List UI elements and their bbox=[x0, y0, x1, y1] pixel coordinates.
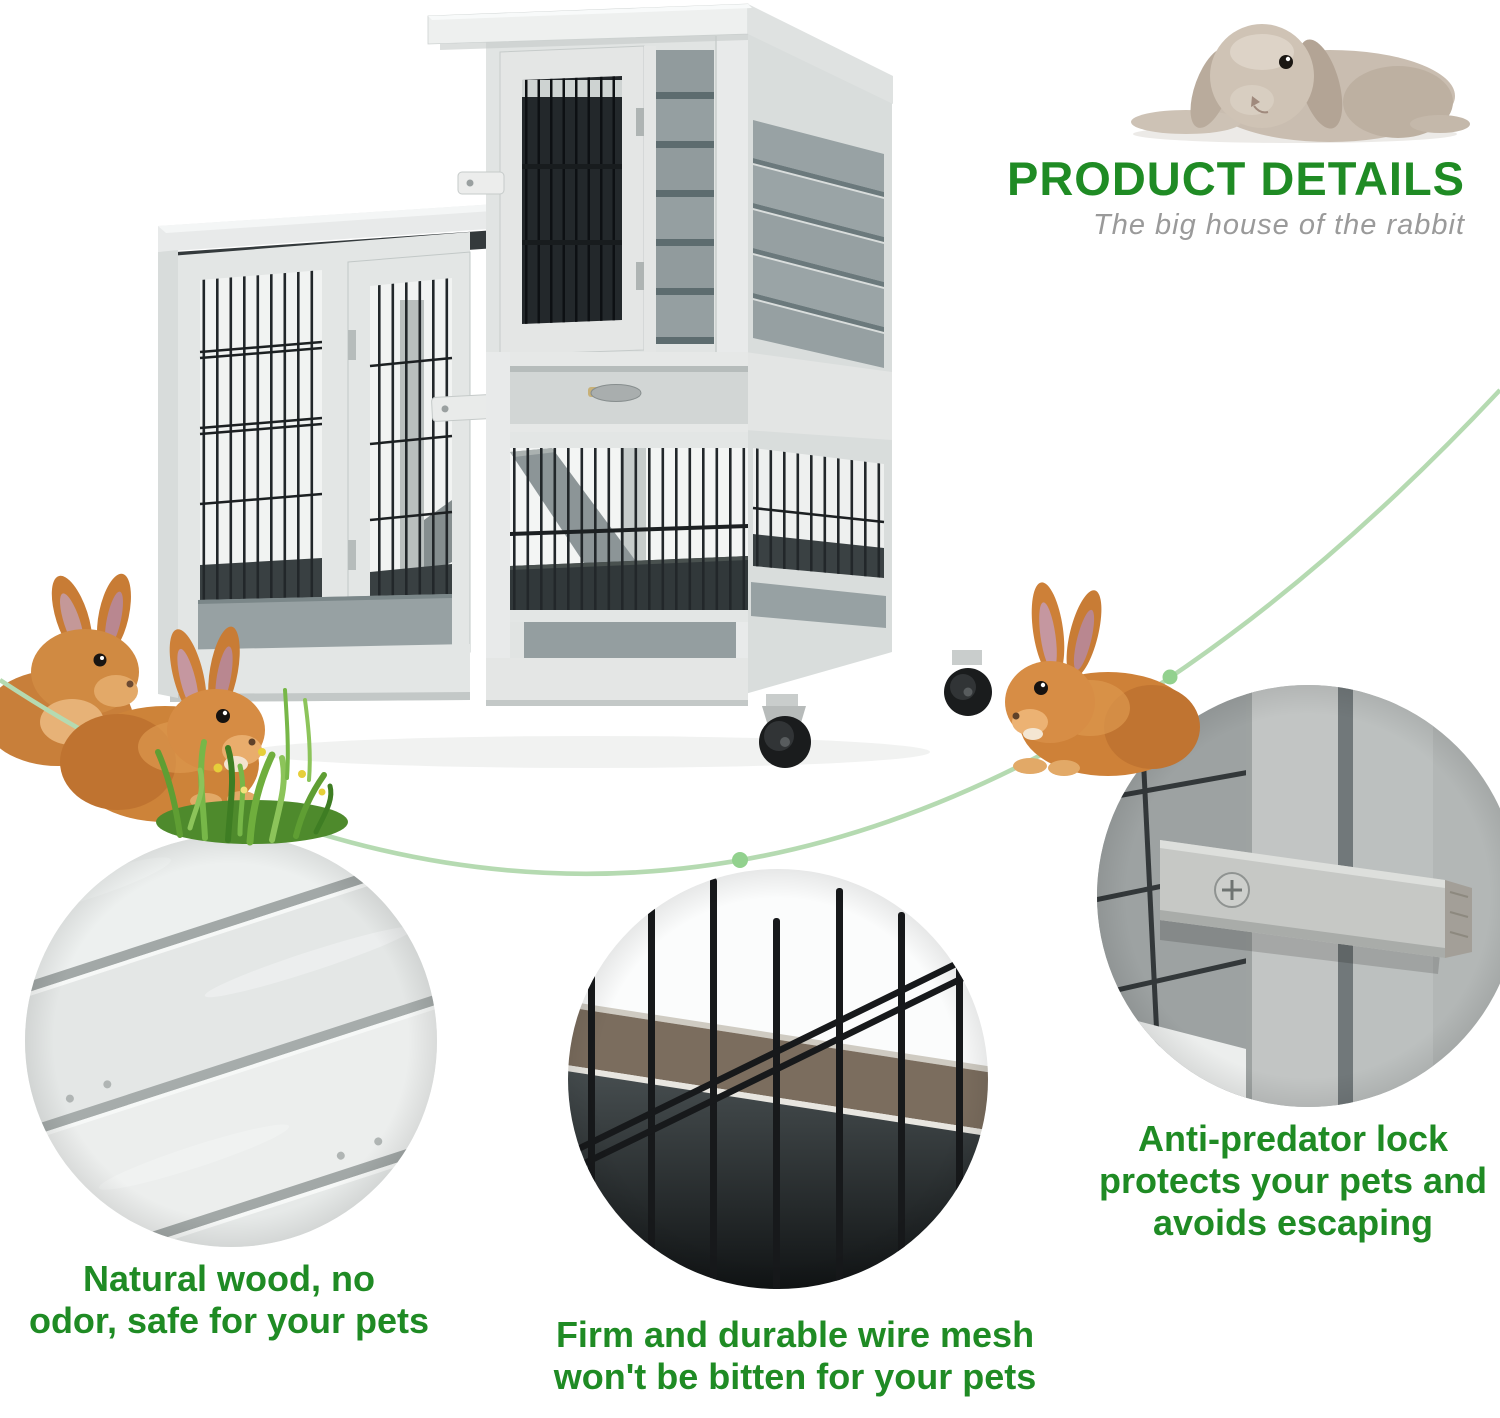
hutch-left-run bbox=[158, 198, 596, 702]
hutch-tall-section bbox=[427, 3, 893, 706]
caption-line: protects your pets and bbox=[1098, 1159, 1488, 1201]
hutch-roof bbox=[427, 3, 893, 104]
side-louvers bbox=[753, 120, 884, 368]
caption-line: odor, safe for your pets bbox=[28, 1299, 430, 1341]
caption-line: Firm and durable wire mesh bbox=[555, 1314, 1035, 1355]
feature-caption-anti-predator-lock: Anti-predator lock protects your pets an… bbox=[1078, 1118, 1500, 1243]
caption-line: avoids escaping bbox=[1152, 1201, 1434, 1243]
lop-rabbit bbox=[1131, 24, 1470, 143]
upper-latch-icon bbox=[457, 171, 505, 195]
header: PRODUCT DETAILS The big house of the rab… bbox=[1005, 154, 1465, 242]
wire-mesh-closeup bbox=[568, 869, 988, 1289]
feature-caption-natural-wood: Natural wood, no odor, safe for your pet… bbox=[0, 1258, 464, 1342]
caster-wheel-center bbox=[759, 694, 811, 768]
feature-caption-wire-mesh: Firm and durable wire mesh won't be bitt… bbox=[515, 1314, 1075, 1398]
front-louvers bbox=[656, 50, 714, 344]
wood-panel-closeup bbox=[25, 835, 437, 1247]
caption-line: Natural wood, no bbox=[83, 1258, 375, 1299]
caption-line: Anti-predator lock bbox=[1137, 1118, 1449, 1159]
hutch-floor-shadow bbox=[250, 736, 930, 768]
page-title: PRODUCT DETAILS bbox=[1006, 152, 1465, 205]
caption-line: won't be bitten for your pets bbox=[553, 1355, 1037, 1397]
pull-out-tray bbox=[486, 352, 748, 432]
caster-wheel-right bbox=[944, 650, 992, 716]
rabbit-hutch-illustration bbox=[158, 3, 992, 768]
door-latch-icon bbox=[431, 394, 493, 422]
grass-tuft bbox=[155, 688, 348, 846]
rabbit-right bbox=[1005, 582, 1200, 776]
page-subtitle: The big house of the rabbit bbox=[1092, 209, 1465, 242]
